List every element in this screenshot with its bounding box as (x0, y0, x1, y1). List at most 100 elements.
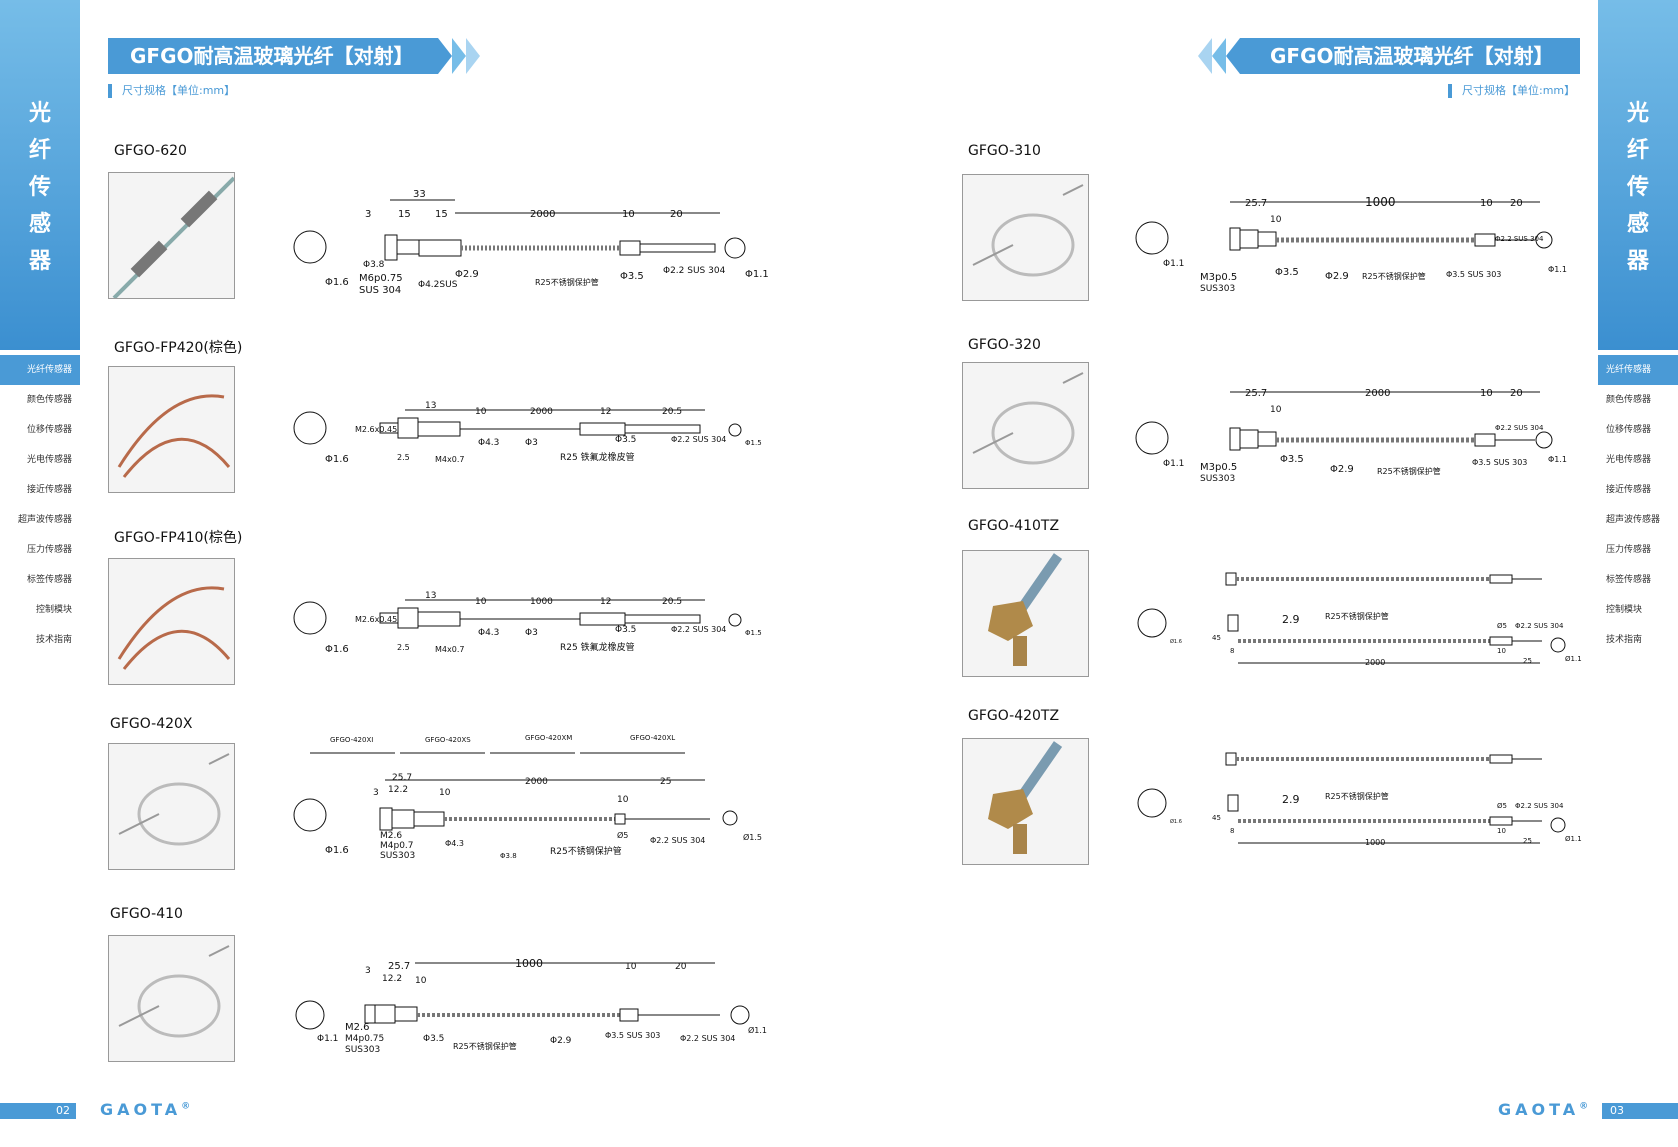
menu-item-color[interactable]: 颜色传感器 (1606, 395, 1652, 405)
fiber-cable-image (972, 184, 1084, 277)
dim-label: Ø1.1 (748, 1025, 767, 1035)
registered-mark: ® (1579, 1101, 1593, 1112)
dim-label: 25 (660, 777, 671, 787)
dim-label: Φ3.5 (1280, 454, 1304, 465)
dim-label: 2000 (530, 209, 555, 220)
dim-label: Ø1.6 (1170, 818, 1182, 825)
dim-label: Φ3.5 (1275, 267, 1299, 278)
dim-label: Φ3.5 (615, 435, 636, 445)
dim-label: R25不锈钢保护管 (550, 845, 622, 857)
product-photo (962, 738, 1089, 865)
dim-label: 3 (365, 209, 371, 220)
menu-item-photoelectric[interactable]: 光电传感器 (26, 455, 72, 465)
menu-item-ultrasonic[interactable]: 超声波传感器 (1606, 515, 1661, 525)
dim-label: Ø1.1 (1565, 835, 1582, 843)
dim-label: Φ2.2 SUS 304 (663, 266, 726, 276)
dim-label: 20.5 (662, 597, 682, 607)
dim-label: 1000 (530, 597, 553, 607)
dim-label: Φ4.3 (445, 839, 464, 848)
side-title-tab-right: 光 纤 传 感 器 (1598, 0, 1678, 350)
variant-label: GFGO-420XI (330, 736, 373, 744)
dim-label: M2.6 (380, 831, 402, 841)
dimension-drawing-310: 25.7 10 1000 10 20 Φ1.1 M3p0.5 SUS303 Φ3… (1135, 195, 1567, 294)
variant-label: GFGO-420XL (630, 734, 675, 742)
dim-label: R25 铁氟龙橡皮管 (560, 641, 635, 653)
menu-item-control[interactable]: 控制模块 (35, 605, 72, 615)
side-title-char: 光 (28, 101, 51, 126)
dim-label: 10 (439, 788, 451, 798)
menu-item-displacement[interactable]: 位移传感器 (26, 425, 72, 435)
menu-item-ultrasonic[interactable]: 超声波传感器 (17, 515, 72, 525)
dim-label: 10 (415, 976, 427, 986)
menu-item-fiber[interactable]: 光纤传感器 (1598, 355, 1678, 385)
dim-label: Φ1.1 (1548, 455, 1567, 464)
product-name: GFGO-FP420(棕色) (114, 340, 243, 356)
dim-label: Φ3.5 (620, 271, 644, 282)
product-photo (962, 362, 1089, 489)
dim-label: Φ3.5 SUS 303 (1472, 458, 1527, 467)
dim-label: Φ1.6 (325, 644, 349, 655)
dim-label: Φ1.6 (325, 277, 349, 288)
product-name: GFGO-FP410(棕色) (114, 530, 243, 546)
menu-item-pressure[interactable]: 压力传感器 (26, 545, 72, 555)
dim-label: 8 (1230, 827, 1234, 835)
variant-label: GFGO-420XS (425, 736, 471, 744)
dim-label: 25.7 (392, 773, 412, 783)
chevron-right-icon (438, 38, 452, 74)
dim-label: Φ3.8 (363, 260, 385, 270)
dim-label: Ø1.1 (1565, 655, 1582, 663)
dim-label: 45 (1212, 634, 1221, 642)
dim-label: 10 (1497, 827, 1506, 835)
menu-item-fiber[interactable]: 光纤传感器 (0, 355, 80, 385)
dim-label: SUS303 (1200, 284, 1235, 294)
subtitle-left: 尺寸规格【单位:mm】 (108, 84, 235, 98)
dim-label: 10 (617, 795, 629, 805)
dim-label: Φ3.5 SUS 303 (605, 1031, 660, 1040)
menu-item-proximity[interactable]: 接近传感器 (26, 485, 72, 495)
dim-label: 10 (475, 407, 487, 417)
dim-label: Φ3.5 (615, 625, 636, 635)
fiber-cable-image (117, 394, 231, 478)
menu-item-color[interactable]: 颜色传感器 (26, 395, 72, 405)
dim-label: 25 (1523, 837, 1532, 845)
product-photo (962, 174, 1089, 301)
logo-text: GAOTA (1498, 1100, 1580, 1119)
dim-label: Φ1.1 (1163, 459, 1184, 469)
product-photo (108, 558, 235, 685)
side-title-char: 器 (1626, 249, 1649, 274)
dimension-drawing-fp410: 13 10 1000 12 20.5 2.5 M2.6x0.45 Φ4.3 Φ3… (293, 591, 762, 655)
menu-item-proximity[interactable]: 接近传感器 (1606, 485, 1652, 495)
menu-item-photoelectric[interactable]: 光电传感器 (1606, 455, 1652, 465)
product-photo (108, 172, 235, 299)
dim-label: 3 (373, 788, 379, 798)
dim-label: SUS303 (1200, 474, 1235, 484)
dim-label: R25不锈钢保护管 (1325, 791, 1389, 801)
menu-item-displacement[interactable]: 位移传感器 (1606, 425, 1652, 435)
menu-item-guide[interactable]: 技术指南 (35, 635, 72, 645)
dim-label: Φ2.2 SUS 304 (1515, 802, 1564, 810)
side-title-char: 感 (1626, 212, 1649, 237)
fiber-cable-image (118, 753, 230, 846)
menu-item-label[interactable]: 标签传感器 (26, 575, 72, 585)
subtitle-right: 尺寸规格【单位:mm】 (1448, 84, 1575, 98)
dim-label: 2.5 (397, 643, 410, 652)
menu-item-pressure[interactable]: 压力传感器 (1606, 545, 1652, 555)
dim-label: Φ4.3 (478, 438, 499, 448)
menu-item-label[interactable]: 标签传感器 (1606, 575, 1652, 585)
fiber-cable-image (118, 945, 230, 1038)
product-name: GFGO-410TZ (968, 518, 1060, 534)
menu-item-control[interactable]: 控制模块 (1606, 605, 1643, 615)
dim-label: 15 (398, 209, 411, 220)
dim-label: 20 (670, 209, 683, 220)
dim-label: SUS303 (380, 851, 415, 861)
dim-label: R25不锈钢保护管 (535, 277, 599, 287)
dim-label: 8 (1230, 647, 1234, 655)
brand-logo-left: GAOTA® (100, 1100, 194, 1119)
menu-item-guide[interactable]: 技术指南 (1606, 635, 1643, 645)
dim-label: M4x0.7 (435, 645, 464, 654)
dim-label: Φ2.2 SUS 304 (680, 1034, 735, 1043)
dim-label: Φ1.1 (1548, 265, 1567, 274)
dim-label: 2.5 (397, 453, 410, 462)
product-name: GFGO-420X (110, 716, 193, 732)
dim-label: Φ2.2 SUS 304 (671, 435, 726, 444)
